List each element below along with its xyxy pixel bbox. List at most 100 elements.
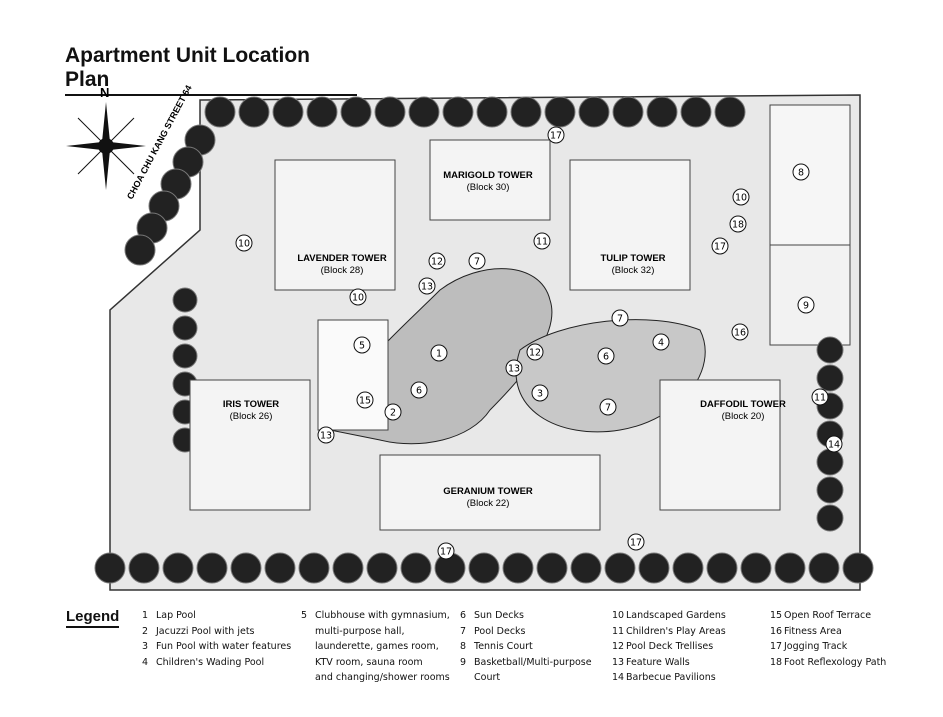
legend-text: Lap Pool — [156, 610, 196, 621]
tree — [128, 552, 160, 584]
marker-number: 9 — [803, 301, 809, 312]
legend-text: Jogging Track — [784, 641, 848, 652]
tree — [124, 234, 156, 266]
plan-marker: 14 — [825, 435, 843, 453]
geranium-tower-building — [379, 454, 601, 531]
marker-number: 18 — [732, 220, 744, 231]
marker-number: 17 — [440, 547, 452, 558]
plan-marker: 11 — [533, 232, 551, 250]
tennis-court — [769, 104, 851, 246]
plan-marker: 13 — [418, 277, 436, 295]
tower-name: LAVENDER TOWER — [297, 253, 387, 264]
compass-icon: N — [66, 85, 146, 190]
legend-item: 3 Fun Pool with water features — [142, 639, 291, 655]
legend-item: 1 Lap Pool — [142, 608, 291, 624]
tree — [374, 96, 406, 128]
legend-text: Open Roof Terrace — [784, 610, 872, 621]
iris-tower-building — [189, 379, 311, 511]
legend-text: Basketball/Multi-purpose Court — [474, 656, 592, 684]
legend-number: 9 — [460, 656, 467, 668]
legend-text: Feature Walls — [626, 656, 690, 668]
tree — [612, 96, 644, 128]
daffodil-tower-building — [659, 379, 781, 511]
marker-number: 11 — [536, 237, 548, 248]
legend-number: 3 — [142, 641, 149, 652]
lavender-tower-building — [274, 159, 396, 291]
tree — [638, 552, 670, 584]
plan-marker: 6 — [410, 381, 428, 399]
tree — [740, 552, 772, 584]
legend-number: 1 — [142, 610, 149, 621]
tower-name: GERANIUM TOWER — [443, 486, 533, 497]
tower-name: DAFFODIL TOWER — [700, 399, 786, 410]
legend-text: Pool Deck Trellises — [626, 641, 714, 652]
tree — [672, 552, 704, 584]
legend-number: 11 — [612, 625, 625, 637]
plan-marker: 13 — [505, 359, 523, 377]
plan-marker: 15 — [356, 391, 374, 409]
site-plan: N CHOA CHU KANG STREET 64 MARIGOLD TOWER… — [66, 84, 874, 591]
marker-number: 16 — [734, 328, 746, 339]
marker-number: 14 — [828, 440, 840, 451]
tree — [706, 552, 738, 584]
tree — [570, 552, 602, 584]
plan-marker: 7 — [611, 309, 629, 327]
plan-marker: 11 — [811, 388, 829, 406]
tree — [238, 96, 270, 128]
plan-marker: 1 — [430, 344, 448, 362]
tower-name: IRIS TOWER — [223, 399, 279, 410]
tree — [816, 504, 844, 532]
tree — [442, 96, 474, 128]
tree — [842, 552, 874, 584]
legend-text: Landscaped Gardens — [626, 610, 726, 621]
tree — [816, 448, 844, 476]
marker-number: 10 — [352, 293, 364, 304]
plan-marker: 13 — [317, 426, 335, 444]
tree — [204, 96, 236, 128]
tower-block: (Block 30) — [467, 182, 510, 193]
tree — [544, 96, 576, 128]
legend-text: Fun Pool with water features — [156, 641, 292, 652]
tree — [162, 552, 194, 584]
legend-text: Children's Wading Pool — [156, 656, 265, 668]
tree — [476, 96, 508, 128]
tree — [510, 96, 542, 128]
tower-block: (Block 26) — [230, 411, 273, 422]
marker-number: 13 — [421, 282, 433, 293]
page-title: Apartment Unit Location Plan — [65, 44, 357, 96]
plan-marker: 7 — [468, 252, 486, 270]
legend-number: 2 — [142, 625, 149, 637]
marker-number: 5 — [359, 341, 365, 352]
legend-text: Fitness Area — [784, 625, 842, 637]
tree — [680, 96, 712, 128]
marker-number: 17 — [714, 242, 726, 253]
plan-marker: 10 — [235, 234, 253, 252]
north-label: N — [100, 85, 109, 100]
tree — [468, 552, 500, 584]
plan-marker: 18 — [729, 215, 747, 233]
plan-marker: 10 — [349, 288, 367, 306]
legend-number: 5 — [301, 610, 308, 621]
tree — [272, 96, 304, 128]
tower-block: (Block 22) — [467, 498, 510, 509]
marker-number: 13 — [508, 364, 520, 375]
plan-marker: 5 — [353, 336, 371, 354]
marker-number: 17 — [630, 538, 642, 549]
legend-number: 13 — [612, 656, 625, 668]
tree — [332, 552, 364, 584]
marker-number: 11 — [814, 393, 826, 404]
